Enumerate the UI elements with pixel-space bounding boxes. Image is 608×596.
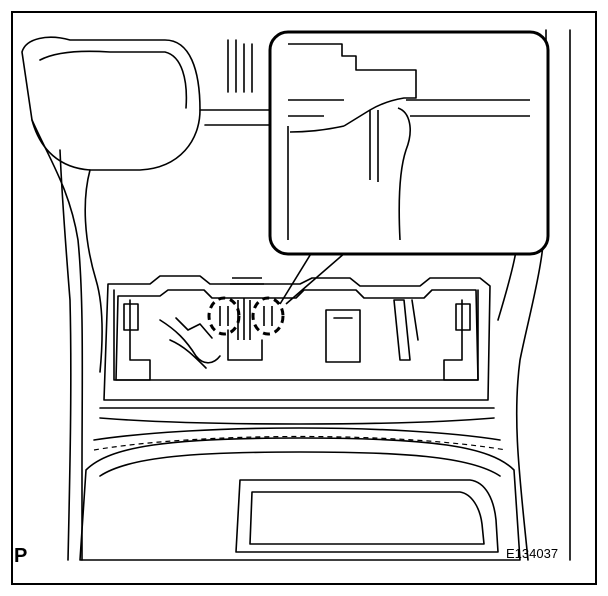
detail-clip-hook [397,107,411,241]
armrest-stitch [93,435,507,451]
clip-left-highlight [207,296,241,336]
console-band-2 [99,417,495,425]
callout-leaders [279,251,347,305]
center-bracket [325,309,361,363]
leader-right [285,251,347,305]
right-bracket-slot [455,303,471,331]
left-bracket [113,289,151,381]
center-mount [227,329,263,361]
dashboard-left-lobe [21,36,201,171]
detail-clip-shaft-left [289,125,345,133]
clip-right-highlight [251,296,285,336]
console-left-edge [59,149,72,561]
clip-top-bar [230,277,264,285]
tray-inner [249,491,485,545]
armrest-inner [99,451,501,477]
view-marker-label: P [14,545,28,567]
clip-left-mark [219,306,229,326]
console-opening-inner [115,289,479,381]
detail-enlargement-box [268,30,550,256]
left-bracket-slot [123,303,139,331]
clip-center-lines [237,298,251,340]
illustration-code-label: E134037 [506,546,559,561]
dashboard-left-inner [39,50,188,109]
wire-harness [159,317,221,369]
clip-right-mark [263,306,273,326]
right-connector [393,299,419,361]
detail-clip-shaft [369,110,379,182]
leader-left [279,251,313,305]
armrest-outline [79,437,521,561]
tray-outline [235,479,499,553]
console-left-side-inner [84,169,103,373]
clip-marks [219,277,273,340]
dash-top-vent [227,39,253,93]
console-opening-outline [103,275,491,401]
figure-border [11,11,597,585]
right-bracket [443,289,479,381]
console-left-side [31,119,84,561]
detail-clip-head [288,43,417,127]
clip-highlights [207,296,285,336]
console-band-3 [93,427,501,441]
